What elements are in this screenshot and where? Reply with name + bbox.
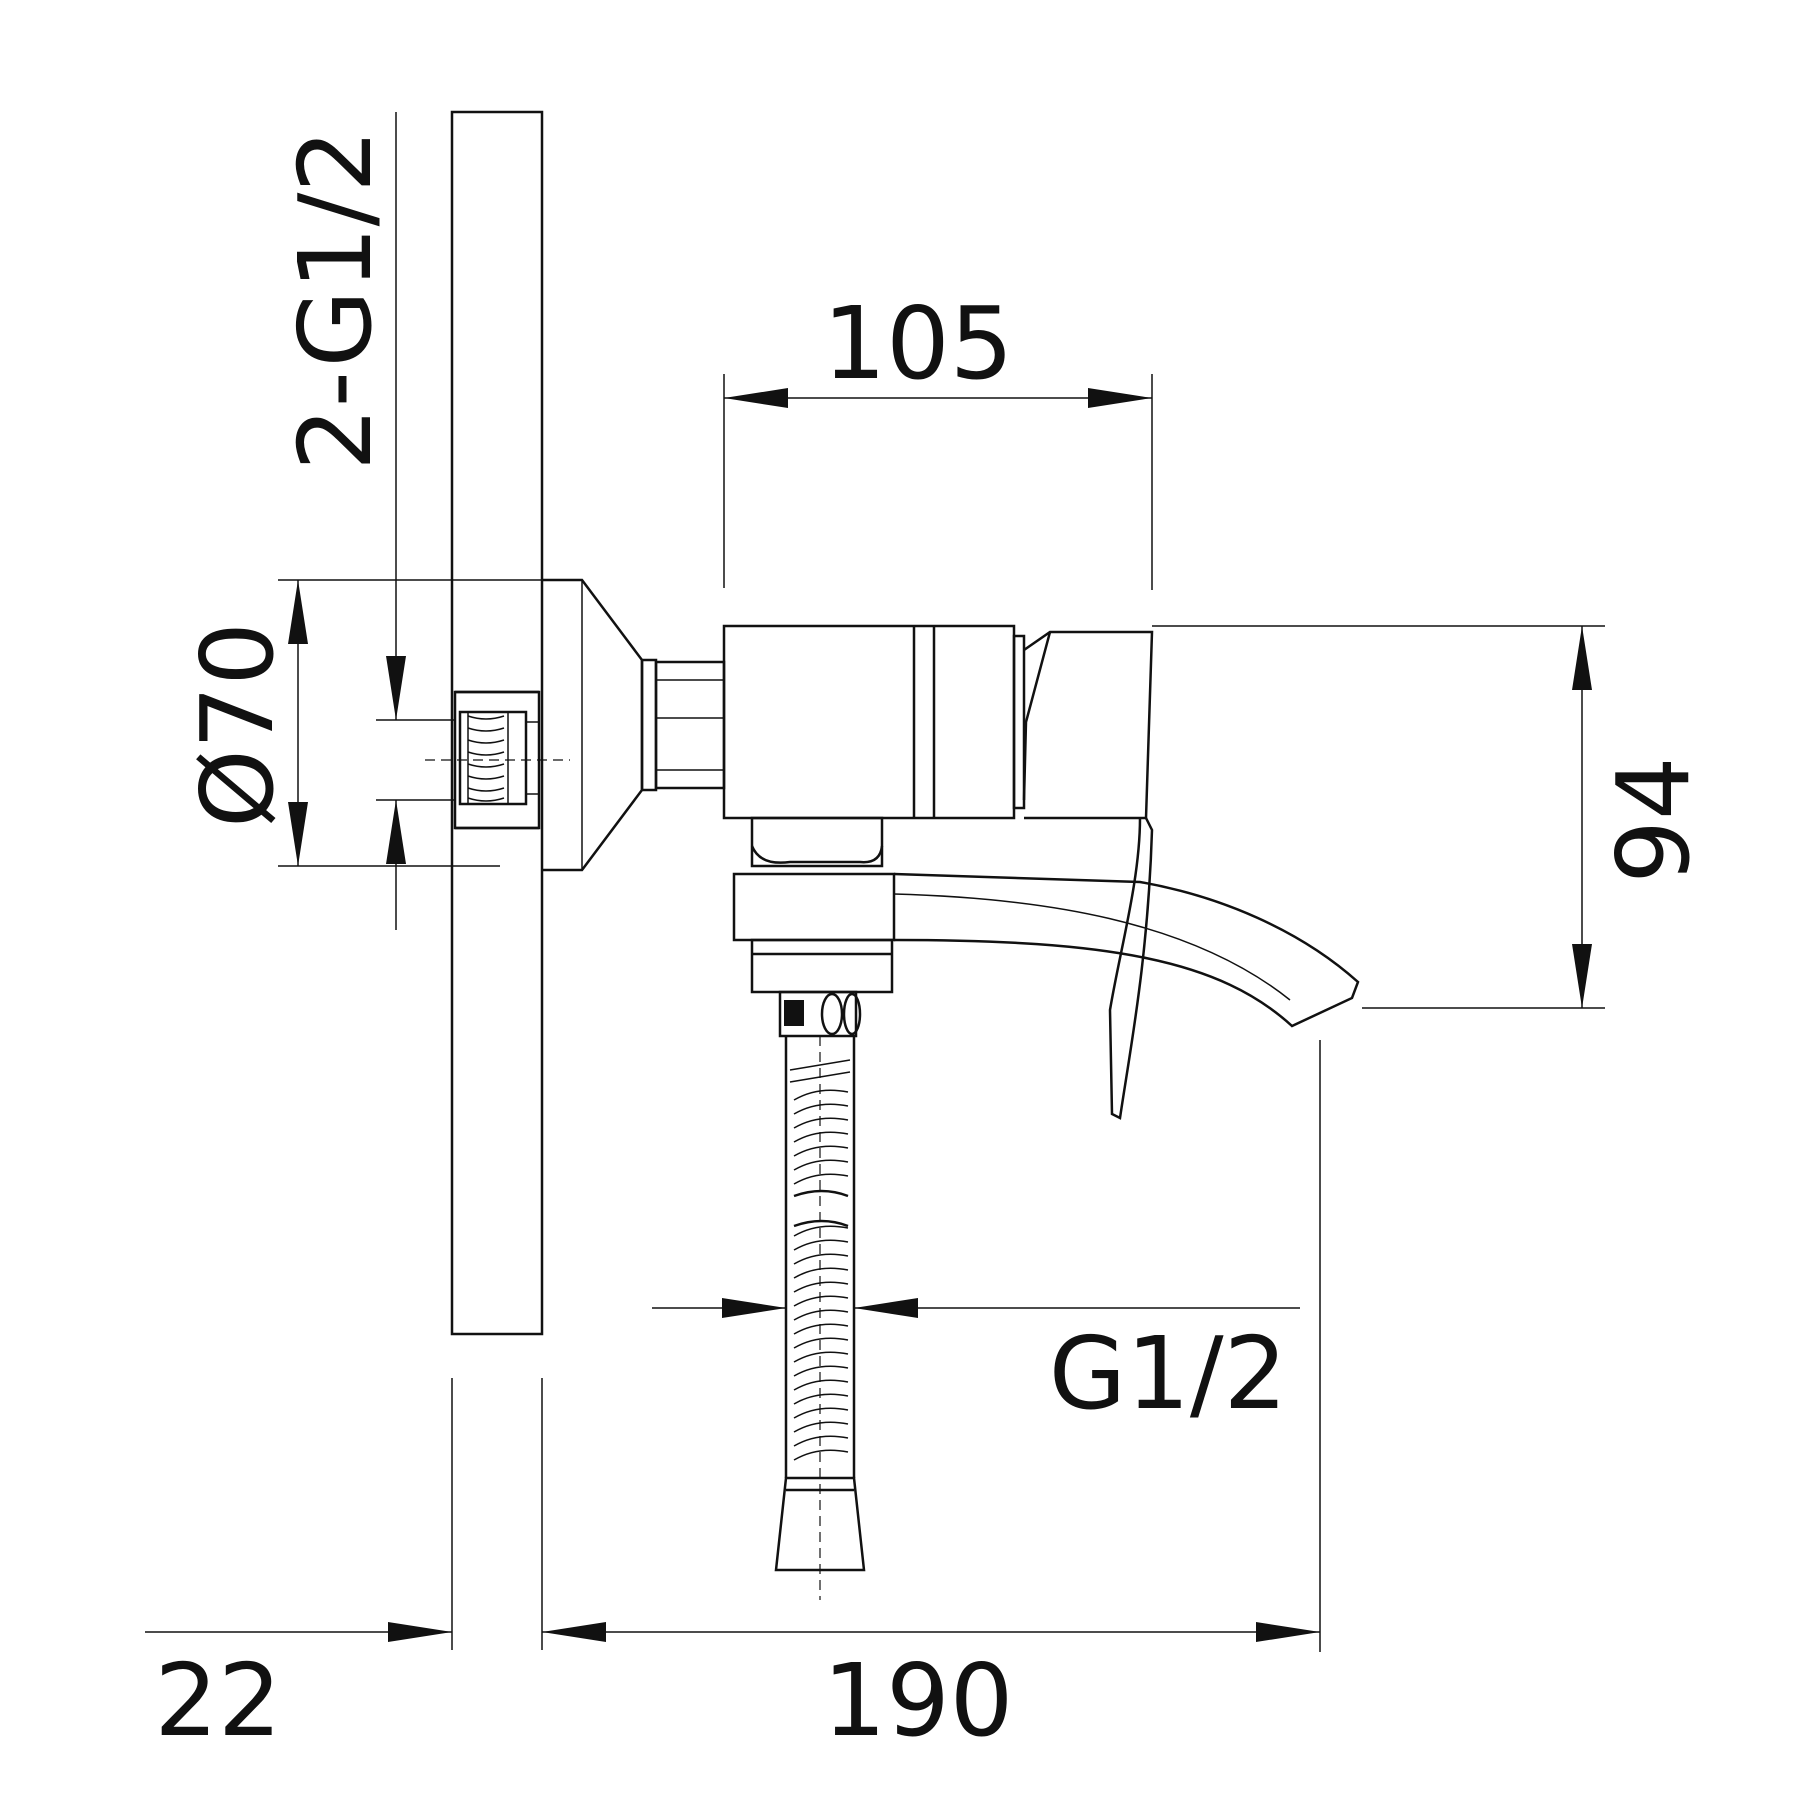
flange-diameter-label: Ø70 [179,622,296,828]
wall-section [450,110,544,1650]
wall-offset-label: 22 [154,1642,281,1759]
hose-thread-label: G1/2 [1049,1315,1287,1432]
inlet-thread-label: 2-G1/2 [277,129,394,471]
projection-label: 190 [823,1642,1014,1759]
lever-handle [1022,630,1154,1120]
dim-body-length: 105 [723,285,1153,590]
diverter-outlet [750,938,894,1038]
dim-inlet-thread: 2-G1/2 [277,112,455,930]
body-length-label: 105 [823,285,1014,402]
spout [732,816,1360,1028]
dim-bottom: 22 190 [145,1040,1321,1759]
height-label: 94 [1595,756,1712,883]
flexible-hose [774,1036,866,1600]
dim-hose-thread: G1/2 [652,1298,1300,1432]
mixer-body [722,624,1026,820]
dim-height: 94 [1152,625,1712,1009]
escutcheon-flange [542,578,726,872]
inlet-fitting [425,690,570,830]
dim-flange-diameter: Ø70 [179,579,542,867]
